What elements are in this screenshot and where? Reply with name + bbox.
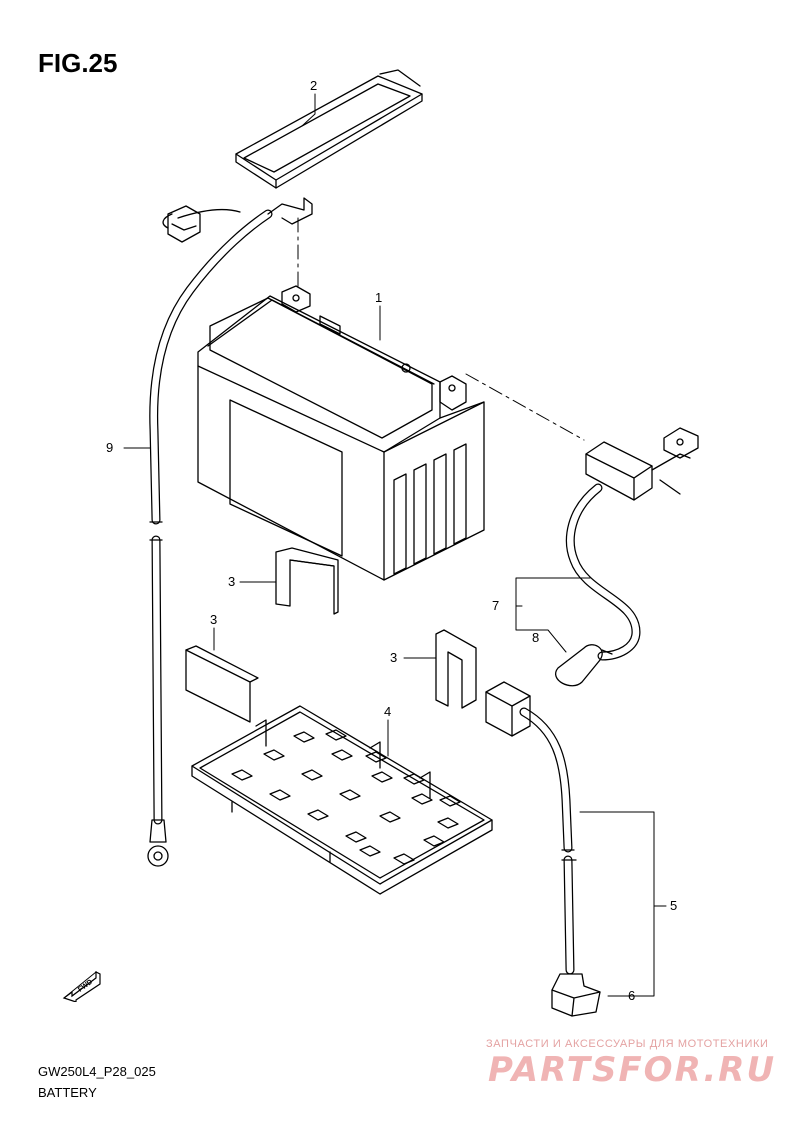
forward-arrow-icon: FWD xyxy=(62,970,101,1002)
callout-2: 2 xyxy=(310,78,318,93)
alignment-lines xyxy=(297,217,585,441)
battery-lead-wire-9 xyxy=(147,197,313,867)
battery xyxy=(197,285,485,581)
callout-4: 4 xyxy=(384,704,392,719)
callout-leaders xyxy=(123,93,667,997)
callout-1: 1 xyxy=(375,290,383,305)
callout-6: 6 xyxy=(628,988,636,1003)
section-title: BATTERY xyxy=(38,1085,97,1100)
battery-pads xyxy=(185,547,477,723)
watermark-tagline: ЗАПЧАСТИ И АКСЕССУАРЫ ДЛЯ МОТОТЕХНИКИ xyxy=(486,1038,769,1050)
starter-cable-assembly xyxy=(485,681,601,1017)
tray-slots xyxy=(231,729,461,865)
positive-cable-assembly xyxy=(555,427,699,687)
callout-5: 5 xyxy=(670,898,678,913)
callout-7: 7 xyxy=(492,598,500,613)
battery-strap xyxy=(235,69,423,189)
callout-3-right: 3 xyxy=(390,650,398,665)
watermark-logo: PARTSFOR.RU xyxy=(488,1050,777,1090)
drawing-code: GW250L4_P28_025 xyxy=(38,1064,156,1079)
callout-3-left: 3 xyxy=(210,612,218,627)
callout-9: 9 xyxy=(106,440,114,455)
figure-title: FIG.25 xyxy=(38,48,118,78)
callout-3-upper: 3 xyxy=(228,574,236,589)
battery-tray xyxy=(191,705,493,895)
callout-8: 8 xyxy=(532,630,540,645)
